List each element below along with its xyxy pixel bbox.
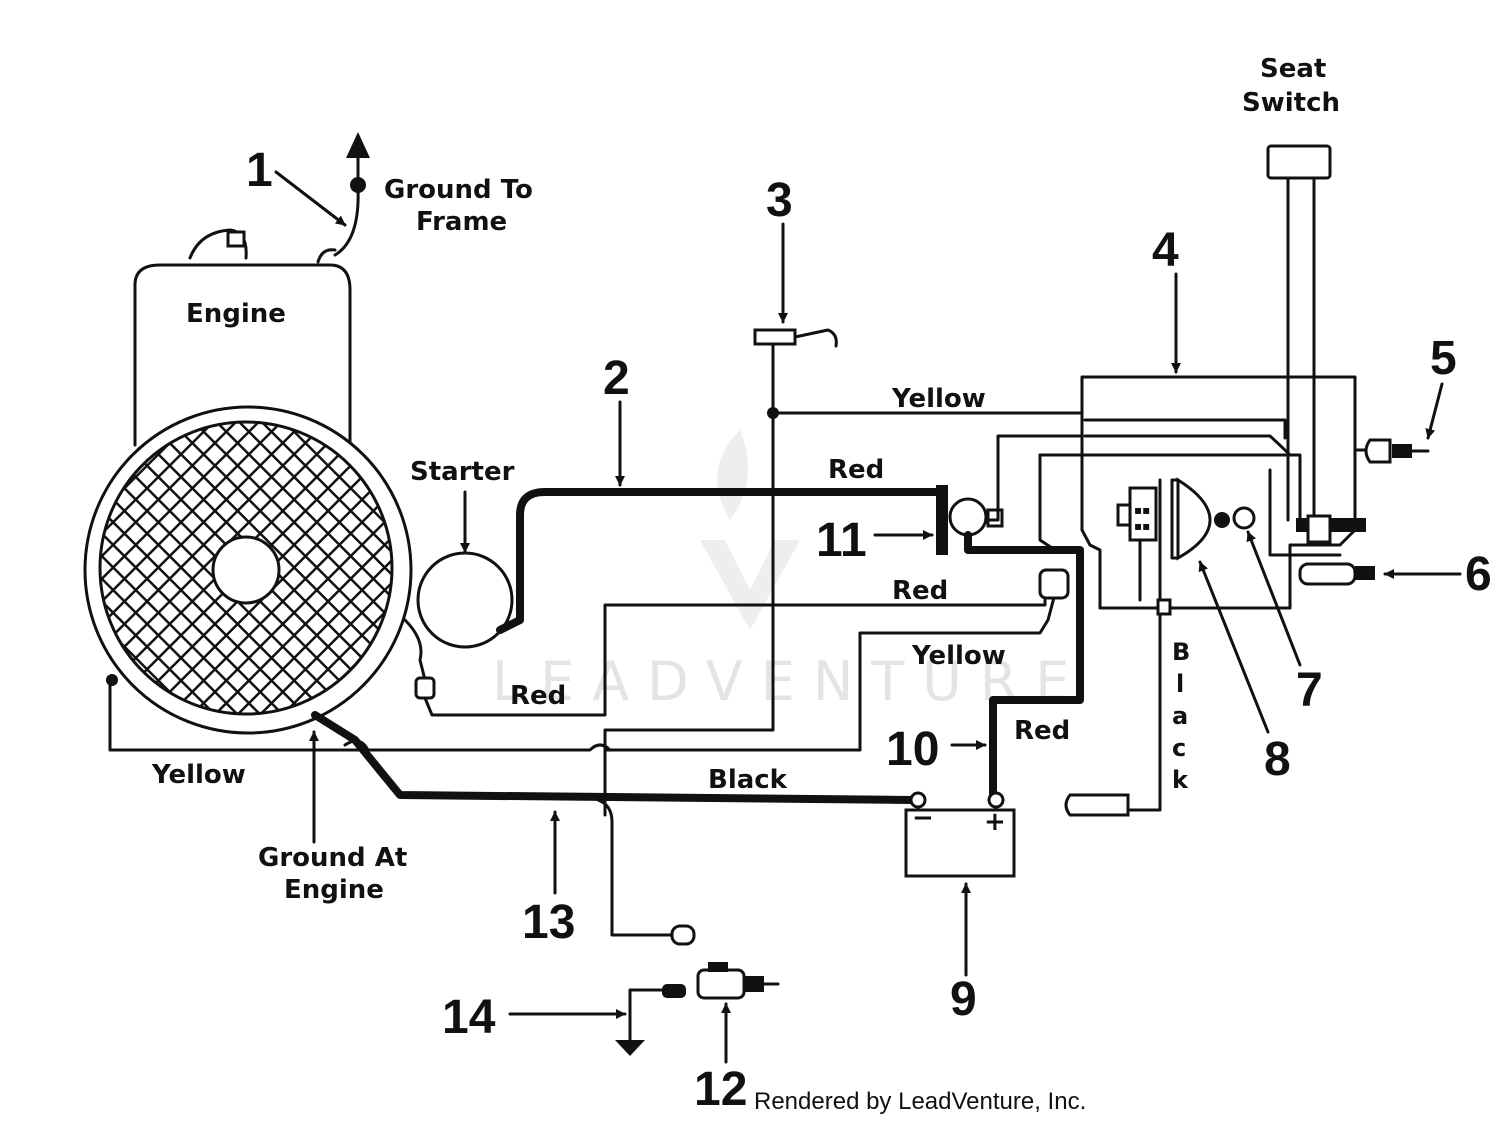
wire-label-yellow-left: Yellow: [151, 760, 246, 790]
ground-to-frame-label-1: Ground To: [384, 175, 533, 205]
wire-label-black-bottom: Black: [708, 765, 788, 795]
wire-label-yellow-top: Yellow: [891, 384, 986, 414]
svg-text:▪▪: ▪▪: [1134, 519, 1150, 533]
callout-3: 3: [766, 174, 793, 227]
callout-6: 6: [1465, 548, 1492, 601]
watermark: LEADVENTURE: [492, 430, 1087, 713]
wire-label-black-vertical-1: B: [1172, 638, 1190, 666]
battery-neg: −: [912, 803, 934, 833]
callout-13: 13: [522, 896, 575, 949]
callout-9: 9: [950, 973, 977, 1026]
wire-label-black-vertical-3: a: [1172, 702, 1188, 730]
callout-5: 5: [1430, 332, 1457, 385]
callout-11: 11: [816, 514, 867, 567]
callout-10: 10: [886, 723, 939, 776]
seat-switch-label-1: Seat: [1260, 54, 1326, 84]
wire-label-red-top: Red: [828, 455, 884, 485]
battery-pos: +: [984, 807, 1006, 837]
callout-4: 4: [1152, 224, 1179, 277]
ground-to-frame: [333, 132, 370, 257]
seat-switch-module: ▪▪ ▪▪: [1038, 144, 1366, 610]
part-5-bulb: [1353, 438, 1430, 464]
callout-14: 14: [442, 991, 496, 1044]
callout-2: 2: [603, 352, 630, 405]
callout-12: 12: [694, 1063, 747, 1116]
part-6-fuse: [1298, 562, 1375, 586]
wire-label-black-vertical-5: k: [1172, 766, 1189, 794]
starter-label: Starter: [410, 457, 515, 487]
ground-at-engine-label-2: Engine: [284, 875, 384, 905]
wire-label-red-battery: Red: [1014, 716, 1070, 746]
battery: − +: [904, 803, 1016, 878]
part-12-14: [615, 962, 780, 1056]
svg-text:▪▪: ▪▪: [1134, 503, 1150, 517]
starter: [403, 551, 1047, 717]
credit-text: Rendered by LeadVenture, Inc.: [754, 1088, 1086, 1115]
callout-7: 7: [1296, 664, 1323, 717]
ground-to-frame-label-2: Frame: [416, 207, 507, 237]
watermark-text: LEADVENTURE: [492, 650, 1087, 713]
wire-label-red-low: Red: [510, 681, 566, 711]
engine-label: Engine: [186, 299, 286, 329]
seat-switch-label-2: Switch: [1242, 88, 1340, 118]
engine: [83, 228, 413, 735]
ground-at-engine-label-1: Ground At: [258, 843, 407, 873]
wire-label-red-mid: Red: [892, 576, 948, 606]
wire-label-yellow-mid: Yellow: [911, 641, 1006, 671]
wire-label-black-vertical-2: l: [1176, 670, 1184, 698]
callout-8: 8: [1264, 733, 1291, 786]
callouts: 1 2 3 4 5 6 7 8 9 10 11 12 13 14: [246, 144, 1492, 1116]
key-switch: [753, 328, 838, 348]
callout-1: 1: [246, 144, 273, 197]
wire-label-black-vertical-4: c: [1172, 734, 1186, 762]
